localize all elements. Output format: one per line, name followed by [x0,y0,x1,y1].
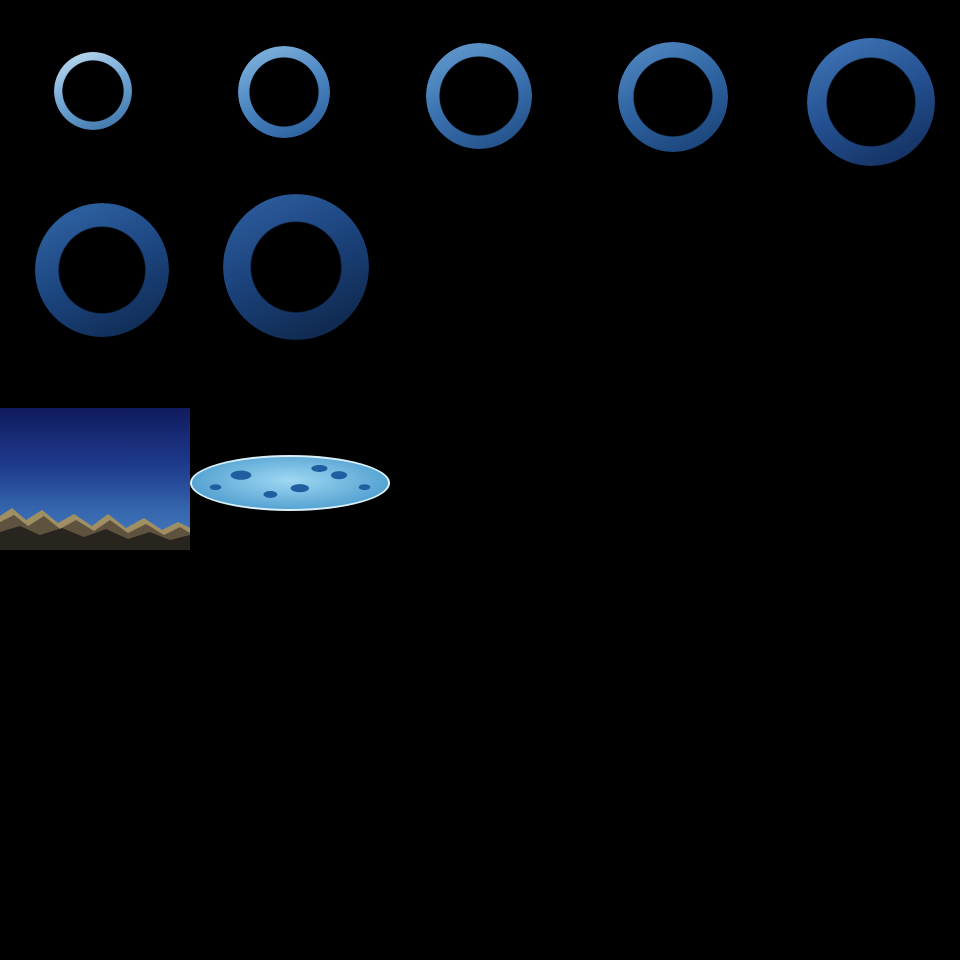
ring-frame-3 [426,43,532,149]
ring-frame-2 [238,46,330,138]
ring-frame-7 [223,194,369,340]
water-surface-ellipse-sprite [190,455,390,511]
ring-frame-5 [807,38,935,166]
ring-frame-4 [618,42,728,152]
ring-frame-6 [35,203,169,337]
seafloor-silhouette [0,508,190,550]
ring-frame-1 [54,52,132,130]
seafloor-shadow [0,526,190,550]
underwater-background-sprite [0,408,190,550]
